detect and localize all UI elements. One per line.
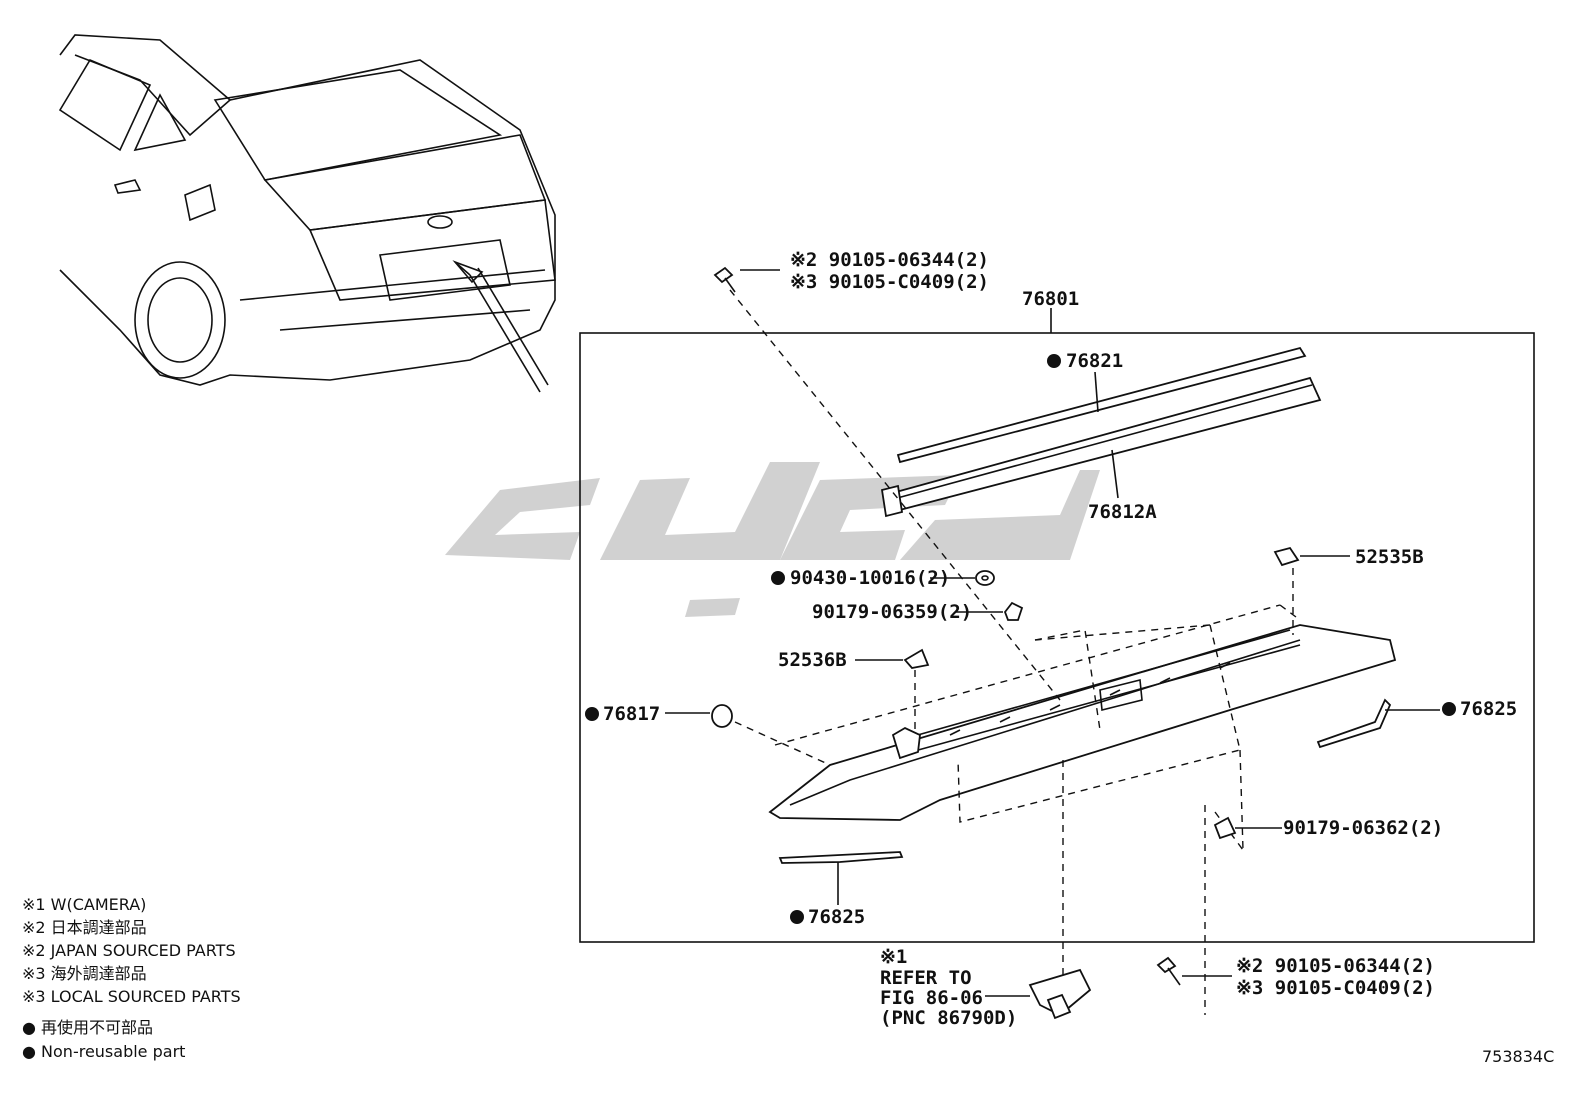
label-bolt-top-a: ※2 90105-06344(2): [790, 249, 989, 271]
legend-item: ※2 JAPAN SOURCED PARTS: [22, 941, 236, 960]
back-door-garnish-body: [768, 624, 1397, 821]
label-refer-2: REFER TO: [880, 967, 972, 989]
nonreusable-dot: [585, 707, 599, 721]
label-76812a: 76812A: [1088, 501, 1157, 523]
nonreusable-dot: [1442, 702, 1456, 716]
label-bolt-top-b: ※3 90105-C0409(2): [790, 271, 989, 293]
watermark-logo: [445, 462, 1100, 617]
label-76817: 76817: [603, 703, 660, 725]
garnish-76812A: [880, 376, 1322, 518]
label-clip-bottom: 90179-06362(2): [1283, 817, 1443, 839]
legend-item: ※3 LOCAL SOURCED PARTS: [22, 987, 241, 1006]
label-76825-bottom: 76825: [808, 906, 865, 928]
label-76821: 76821: [1066, 350, 1123, 372]
nonreusable-dot: [790, 910, 804, 924]
legend-item: ● Non-reusable part: [22, 1042, 185, 1061]
label-refer-1: ※1: [880, 946, 907, 968]
label-bolt-bot-b: ※3 90105-C0409(2): [1236, 977, 1435, 999]
clip-icon-bottom: [1213, 816, 1282, 840]
legend-item: ※1 W(CAMERA): [22, 895, 146, 914]
legend-item: ● 再使用不可部品: [22, 1018, 153, 1037]
end-strip-76825-right: [1316, 698, 1392, 749]
figure-id: 753834C: [1482, 1047, 1554, 1066]
clip-icon-top: [955, 601, 1024, 621]
car-rear-illustration: [58, 34, 556, 393]
bolt-icon-bottom: [1156, 956, 1232, 986]
camera-icon: [985, 968, 1092, 1020]
legend-item: ※3 海外調達部品: [22, 964, 147, 983]
leader-76812a: [1111, 449, 1119, 499]
nonreusable-dot: [771, 571, 785, 585]
assembly-box: [579, 332, 1535, 943]
label-assembly: 76801: [1022, 288, 1079, 310]
nonreusable-dot: [1047, 354, 1061, 368]
clip-icon-52536B: [855, 648, 930, 669]
label-refer-4: (PNC 86790D): [880, 1007, 1017, 1029]
fastener-icon-76817: [665, 704, 733, 728]
leader-76821: [1094, 371, 1099, 413]
label-52536b: 52536B: [778, 649, 847, 671]
label-washer: 90430-10016(2): [790, 567, 950, 589]
label-bolt-bot-a: ※2 90105-06344(2): [1236, 955, 1435, 977]
clip-icon-52535B: [1273, 546, 1350, 567]
garnish-strip-76821: [896, 346, 1307, 464]
label-refer-3: FIG 86-06: [880, 987, 983, 1009]
washer-icon: [930, 570, 995, 586]
end-strip-76825-bottom: [778, 851, 904, 864]
label-52535b: 52535B: [1355, 546, 1424, 568]
legend: ※1 W(CAMERA) ※2 日本調達部品 ※2 JAPAN SOURCED …: [22, 895, 241, 1061]
label-76825-right: 76825: [1460, 698, 1517, 720]
bolt-icon-top: [713, 266, 780, 293]
label-clip-top: 90179-06359(2): [812, 601, 972, 623]
legend-item: ※2 日本調達部品: [22, 918, 147, 937]
projection-lines: [729, 289, 1301, 1015]
